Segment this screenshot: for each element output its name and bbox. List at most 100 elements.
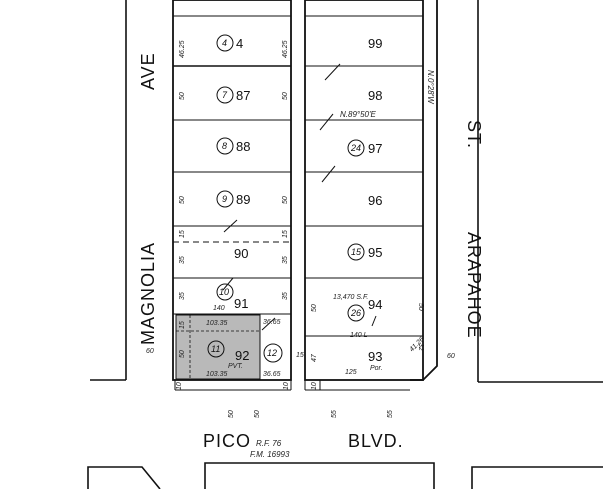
circle-label-11: 11: [211, 344, 220, 354]
arapahoe-width: 60: [447, 353, 455, 360]
misc-labels: 60 60 R.F. 76 F.M. 16993: [146, 348, 455, 459]
svg-text:15: 15: [179, 230, 186, 238]
svg-text:35: 35: [282, 292, 289, 300]
svg-text:125: 125: [345, 369, 357, 376]
lot-92: 92: [235, 348, 249, 363]
svg-text:47: 47: [311, 353, 318, 362]
lot-90: 90: [234, 246, 248, 261]
svg-text:50: 50: [179, 196, 186, 204]
reference-rf: R.F. 76: [256, 439, 282, 448]
lot-91: 91: [234, 296, 248, 311]
east-lot-numbers: 99 98 24 97 96 15 95 26 94 93: [350, 36, 382, 364]
west-block-outline: [172, 0, 292, 381]
west-block: [172, 0, 292, 391]
circle-label-9: 9: [222, 194, 227, 204]
svg-text:10: 10: [283, 382, 290, 390]
street-labels: AVE MAGNOLIA ST. ARAPAHOE PICO BLVD.: [138, 52, 484, 451]
circle-label-24: 24: [350, 143, 361, 153]
svg-text:46.25: 46.25: [282, 40, 289, 58]
west-lot-numbers: 4 4 7 87 8 88 9 89 90 10 91 11 92 12: [211, 36, 277, 363]
circle-label-7: 7: [222, 90, 228, 100]
svg-text:32: 32: [417, 343, 424, 351]
street-label-st: ST.: [464, 120, 484, 149]
svg-text:15: 15: [179, 321, 186, 329]
svg-text:Por.: Por.: [370, 365, 383, 372]
svg-text:PVT.: PVT.: [228, 363, 243, 370]
circle-15: [347, 243, 365, 261]
svg-text:50: 50: [179, 350, 186, 358]
svg-text:103.35: 103.35: [206, 320, 228, 327]
south-block-left: [87, 466, 161, 489]
lot-87: 87: [236, 88, 250, 103]
lot-93: 93: [368, 349, 382, 364]
circle-9: [216, 190, 234, 208]
svg-text:35: 35: [179, 292, 186, 300]
svg-text:15: 15: [282, 230, 289, 238]
svg-text:50: 50: [228, 410, 235, 418]
street-label-magnolia: MAGNOLIA: [138, 242, 158, 345]
svg-text:35: 35: [282, 256, 289, 264]
east-block: [304, 0, 438, 391]
svg-text:35: 35: [179, 256, 186, 264]
circle-11: [207, 340, 225, 358]
svg-text:140: 140: [213, 305, 225, 312]
svg-text:50: 50: [282, 92, 289, 100]
street-label-pico: PICO: [203, 431, 251, 451]
circle-label-26: 26: [350, 308, 361, 318]
lot-99: 99: [368, 36, 382, 51]
svg-text:50: 50: [254, 410, 261, 418]
tick-marks: [222, 63, 377, 331]
svg-text:15: 15: [296, 352, 304, 359]
lot-88: 88: [236, 139, 250, 154]
circle-26: [347, 304, 365, 322]
lot-95: 95: [368, 245, 382, 260]
lot-89: 89: [236, 192, 250, 207]
svg-text:55: 55: [387, 410, 394, 418]
svg-text:10: 10: [176, 382, 183, 390]
street-edges: [87, 0, 603, 489]
circle-24: [347, 139, 365, 157]
svg-text:36.65: 36.65: [263, 319, 281, 326]
circle-7: [216, 86, 234, 104]
circle-10: [216, 283, 234, 301]
south-block-middle: [204, 462, 435, 489]
svg-text:N.89°50'E: N.89°50'E: [340, 110, 377, 119]
circle-label-8: 8: [222, 141, 227, 151]
circle-label-4: 4: [222, 38, 227, 48]
svg-text:13,470 S.F.: 13,470 S.F.: [333, 294, 368, 301]
west-dimensions: 46.25 46.25 50 50 50 50 15 15 35 35 35 3…: [176, 40, 304, 418]
svg-text:10: 10: [311, 382, 318, 390]
lot-98: 98: [368, 88, 382, 103]
svg-text:55: 55: [331, 410, 338, 418]
east-block-outline: [304, 0, 424, 381]
east-dimensions: N.89°50'E N.0°28'W 13,470 S.F. 140 L 50 …: [311, 70, 435, 418]
svg-text:46.25: 46.25: [179, 40, 186, 58]
circle-12: [263, 343, 283, 363]
street-label-ave: AVE: [138, 52, 158, 90]
svg-text:103.35: 103.35: [206, 371, 228, 378]
street-label-arapahoe: ARAPAHOE: [464, 232, 484, 339]
circle-label-12: 12: [267, 348, 277, 358]
svg-text:50: 50: [311, 304, 318, 312]
magnolia-width: 60: [146, 348, 154, 355]
circle-label-10: 10: [219, 287, 229, 297]
svg-text:50: 50: [417, 303, 424, 311]
lot-97: 97: [368, 141, 382, 156]
street-label-blvd: BLVD.: [348, 431, 404, 451]
svg-text:N.0°28'W: N.0°28'W: [426, 70, 435, 105]
lot-96: 96: [368, 193, 382, 208]
circle-4: [216, 34, 234, 52]
circle-8: [216, 137, 234, 155]
lot-94: 94: [368, 297, 382, 312]
circle-label-15: 15: [351, 247, 362, 257]
reference-fm: F.M. 16993: [250, 450, 290, 459]
svg-text:50: 50: [179, 92, 186, 100]
svg-text:140 L: 140 L: [350, 332, 368, 339]
south-block-right: [471, 466, 603, 489]
lot-4: 4: [236, 36, 243, 51]
svg-text:36.65: 36.65: [263, 371, 281, 378]
lot-circles: [207, 34, 365, 363]
svg-text:50: 50: [282, 196, 289, 204]
